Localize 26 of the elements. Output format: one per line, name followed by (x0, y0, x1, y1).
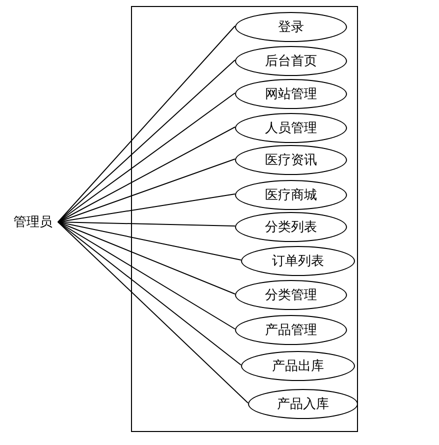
association-line (58, 92, 236, 222)
use-case-ellipse: 医疗商城 (235, 180, 347, 210)
association-line (58, 222, 236, 226)
actor-label: 管理员 (8, 212, 58, 232)
use-case-ellipse: 订单列表 (241, 246, 355, 276)
association-line (58, 222, 236, 294)
association-line (58, 194, 236, 222)
use-case-ellipse: 网站管理 (235, 79, 347, 109)
association-line (58, 222, 242, 260)
association-line (58, 126, 236, 222)
association-line (58, 222, 242, 366)
use-case-ellipse: 产品管理 (235, 315, 347, 345)
use-case-ellipse: 后台首页 (235, 46, 347, 76)
association-line (58, 158, 236, 222)
use-case-ellipse: 分类列表 (235, 212, 347, 242)
use-case-ellipse: 产品出库 (241, 351, 355, 381)
association-line (58, 222, 248, 404)
use-case-ellipse: 人员管理 (235, 113, 347, 143)
use-case-ellipse: 登录 (235, 12, 347, 42)
association-line (58, 26, 236, 222)
use-case-ellipse: 医疗资讯 (235, 145, 347, 175)
use-case-ellipse: 分类管理 (235, 280, 347, 310)
system-boundary (131, 6, 358, 432)
association-line (58, 222, 236, 330)
use-case-ellipse: 产品入库 (248, 389, 358, 419)
association-line (58, 60, 236, 222)
